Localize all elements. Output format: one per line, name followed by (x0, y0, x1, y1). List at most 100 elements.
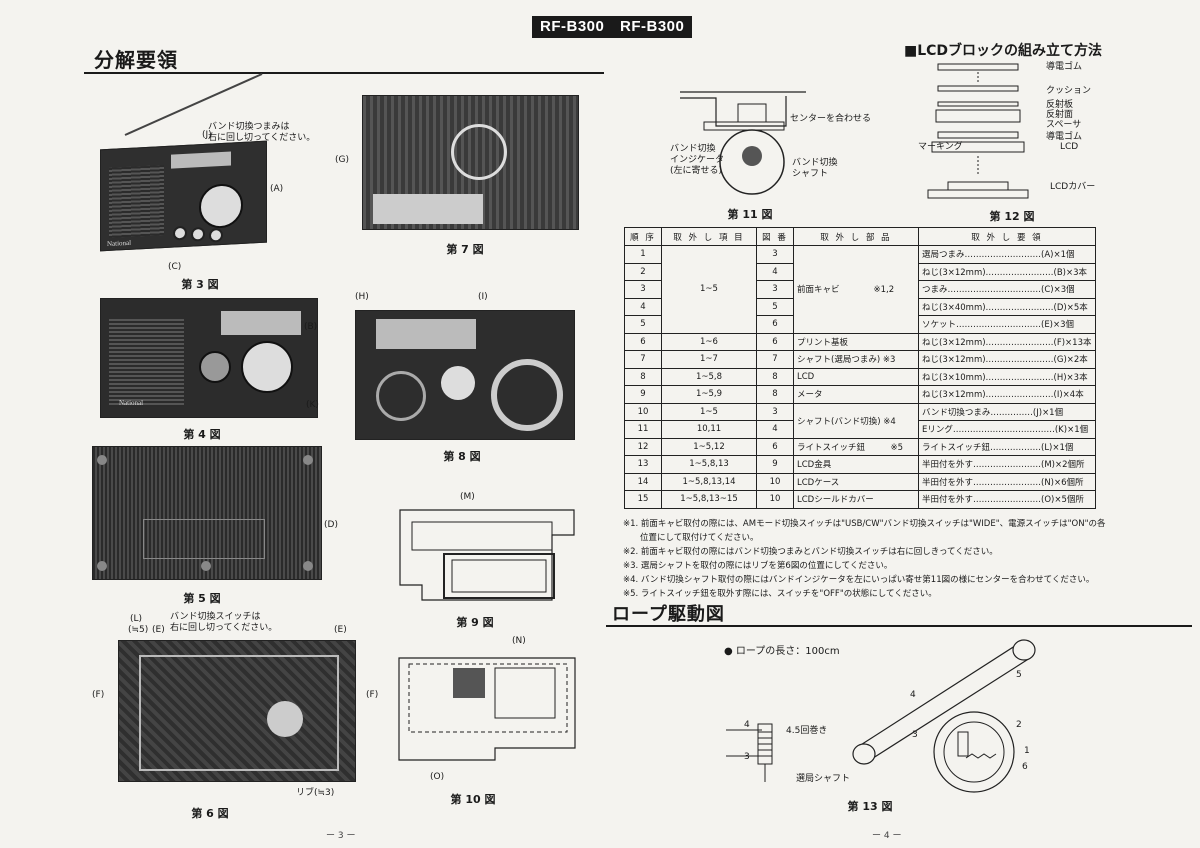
cell-method: Eリング………………………………(K)×1個 (918, 420, 1096, 439)
label-F-right: (F) (366, 690, 379, 700)
model-badge-right: RF-B300 (612, 16, 693, 38)
table-notes: ※1. 前面キャビ取付の際には、AMモード切換スイッチは"USB/CW"バンド切… (623, 517, 1106, 601)
label-spacer: スペーサ (1046, 120, 1082, 130)
label-C: (C) (168, 262, 182, 272)
note-line: ※3. 選局シャフトを取付の際にはリブを第6図の位置にしてください。 (623, 561, 893, 571)
cell-method: 半田付を外す……………………(O)×5個所 (918, 490, 1096, 509)
table-row: 6 1~6 6 プリント基板 ねじ(3×12mm)……………………(F)×13本 (624, 332, 1096, 351)
speaker-ring (491, 359, 563, 431)
label-H: (H) (355, 292, 369, 302)
label-O: (O) (430, 772, 445, 782)
knob (173, 225, 187, 241)
label-G: (G) (335, 155, 349, 165)
cell-part: LCDケース (793, 472, 919, 491)
cell-method: ねじ(3×40mm)……………………(D)×5本 (918, 297, 1096, 316)
cell-item: 1~5,8,13 (661, 455, 757, 474)
cell-method: ねじ(3×12mm)……………………(G)×2本 (918, 350, 1096, 369)
speaker-grill (109, 319, 184, 407)
cell-part: シャフト(バンド切換) ※4 (793, 402, 919, 439)
screw-hole (201, 561, 211, 571)
figure-3-note: バンド切換つまみは 右に回し切ってください。 (208, 122, 316, 143)
circuit-board-photo (362, 95, 579, 230)
label-A: (A) (270, 184, 284, 194)
cell-order: 5 (624, 315, 662, 334)
divider-right (606, 625, 1192, 627)
bottom-assembly (373, 194, 483, 224)
table-row: 2 4 ねじ(3×12mm)……………………(B)×3本 (624, 262, 1096, 281)
screw-hole (303, 455, 313, 465)
divider-left (84, 72, 604, 74)
cell-method: ねじ(3×12mm)……………………(F)×13本 (918, 332, 1096, 351)
cell-item: 1~5,9 (661, 385, 757, 404)
label-E-left: (E) (152, 625, 165, 635)
label-lcd-cover: LCDカバー (1050, 182, 1096, 192)
cell-method: ねじ(3×12mm)……………………(B)×3本 (918, 262, 1096, 281)
rope-drive-title: ロープ駆動図 (612, 604, 725, 625)
label-tuning-shaft: 選局シャフト (796, 774, 851, 784)
col-header-part: 取 外 し 部 品 (793, 227, 919, 246)
cell-item: 10,11 (661, 420, 757, 439)
label-D: (D) (324, 520, 338, 530)
label-center-align: センターを合わせる (790, 114, 872, 124)
rope-label-2: 2 (1016, 720, 1022, 730)
rope-drive-drawing (726, 639, 1036, 793)
battery-cover (143, 519, 265, 559)
cell-order: 11 (624, 420, 662, 439)
table-row: 9 1~5,9 8 メータ ねじ(3×12mm)……………………(I)×4本 (624, 385, 1096, 404)
cell-order: 15 (624, 490, 662, 509)
rope-label-3-mid: 3 (912, 730, 918, 740)
label-eq5: (≒5) (128, 625, 149, 635)
screw-hole (303, 561, 313, 571)
cell-order: 14 (624, 472, 662, 491)
knob (209, 227, 223, 243)
cell-fig: 3 (756, 402, 794, 421)
rope-label-1: 1 (1024, 746, 1030, 756)
chassis-photo (118, 640, 356, 782)
figure-13-caption: 第 13 図 (847, 800, 893, 813)
col-header-method: 取 外 し 要 領 (918, 227, 1096, 246)
label-rib: リブ(≒3) (296, 788, 335, 798)
table-row: 5 6 ソケット…………………………(E)×3個 (624, 315, 1096, 334)
main-board (139, 655, 339, 771)
rope-label-4-mid: 4 (910, 690, 916, 700)
model-badge-left: RF-B300 (532, 16, 613, 38)
radio-photo-back (92, 446, 322, 580)
knob (191, 226, 205, 242)
label-B: (B) (304, 322, 318, 332)
radio-photo-front: National (100, 140, 267, 252)
cell-item: 1~5,8 (661, 367, 757, 386)
screw-hole (97, 455, 107, 465)
note-line: ※5. ライトスイッチ鈕を取外す際には、スイッチを"OFF"の状態にしてください… (623, 589, 937, 599)
cell-method: つまみ……………………………(C)×3個 (918, 280, 1096, 299)
label-M: (M) (460, 492, 475, 502)
note-line: 位置にして取付けてください。 (623, 533, 759, 543)
cell-order: 10 (624, 402, 662, 421)
brand-logo: National (119, 399, 144, 407)
cell-fig: 8 (756, 367, 794, 386)
cell-method: ライトスイッチ鈕………………(L)×1個 (918, 437, 1096, 456)
table-row: 14 1~5,8,13,14 10 LCDケース 半田付を外す……………………(… (624, 472, 1096, 491)
cell-part: 前面キャビ ※1,2 (793, 245, 919, 334)
label-conductive-rubber-top: 導電ゴム (1046, 62, 1083, 72)
cell-fig: 3 (756, 280, 794, 299)
figure-6-note: バンド切換スイッチは 右に回し切ってください。 (170, 612, 278, 633)
tuning-dial (241, 341, 293, 393)
table-row: 10 1~5 3 シャフト(バンド切換) ※4 バンド切換つまみ……………(J)… (624, 402, 1096, 439)
note-line: ※2. 前面キャビ取付の際にはバンド切換つまみとバンド切換スイッチは右に回しきっ… (623, 547, 998, 557)
label-N: (N) (512, 636, 526, 646)
figure-12-caption: 第 12 図 (989, 210, 1035, 223)
lcd-case-drawing (398, 657, 576, 761)
cell-method: ねじ(3×10mm)……………………(H)×3本 (918, 367, 1096, 386)
parts-removal-table: 順 序 取 外 し 項 目 図 番 取 外 し 部 品 取 外 し 要 領 1 … (624, 227, 1096, 509)
label-reflector: 反射板 (1046, 100, 1074, 110)
figure-3-caption: 第 3 図 (181, 278, 219, 291)
cell-part: シャフト(選局つまみ) ※3 (793, 350, 919, 369)
speaker-grill (109, 165, 164, 238)
band-shaft-drawing (680, 91, 806, 195)
cell-method: バンド切換つまみ……………(J)×1個 (918, 402, 1096, 421)
cell-order: 9 (624, 385, 662, 404)
note-line: ※1. 前面キャビ取付の際には、AMモード切換スイッチは"USB/CW"バンド切… (623, 519, 1106, 529)
meter-dial (199, 351, 231, 383)
cell-item: 1~6 (661, 332, 757, 351)
label-E-right: (E) (334, 625, 347, 635)
